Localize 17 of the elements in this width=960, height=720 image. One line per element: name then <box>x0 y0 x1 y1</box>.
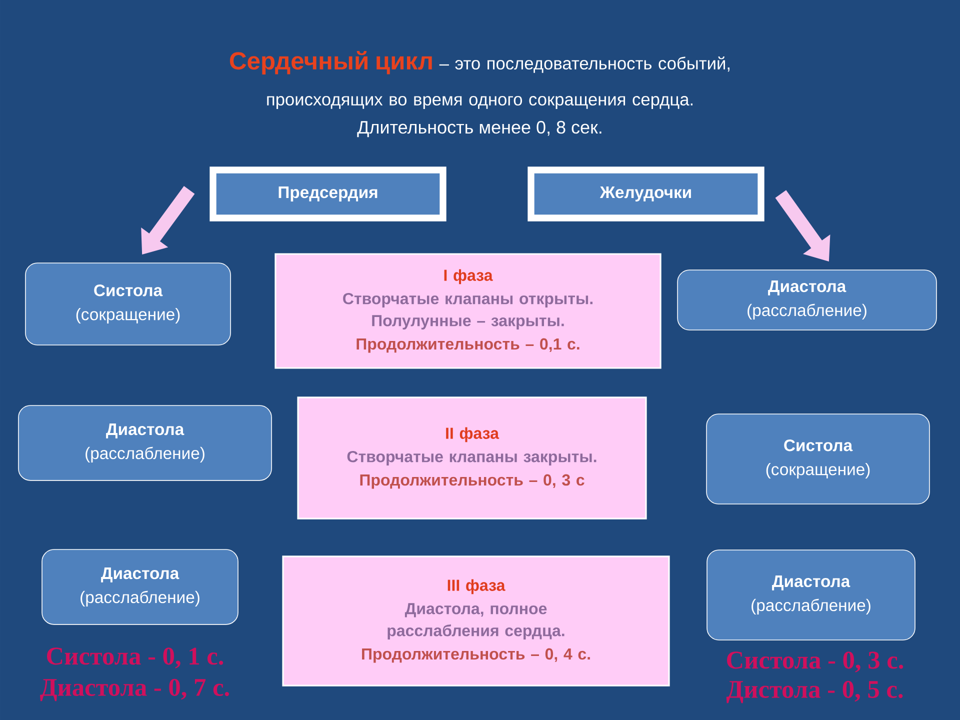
stage-box: Диастола (расслабление) <box>677 270 937 330</box>
stage-box: Диастола (расслабление) <box>706 550 916 640</box>
stage-box: Систола (сокращение) <box>706 414 930 504</box>
title-text: Сердечный цикл – это последовательность событий, происходящих во время одного сокращения сердца. <box>230 51 730 109</box>
header-box: Желудочки <box>528 166 764 222</box>
duration-text: Диастола - 0, 7 с. <box>40 678 230 702</box>
phase-box: I фаза Створчатые клапаны открыты. Полулунные – закрыты. Продолжительность – 0,1 с. <box>274 253 662 369</box>
phase-box: III фаза Диастола, полное расслабления сердца. Продолжительность – 0, 4 с. <box>282 556 670 686</box>
duration-text: Дистола - 0, 5 с. <box>726 680 903 704</box>
stage-box: Систола (сокращение) <box>25 262 231 346</box>
duration-text: Систола - 0, 3 с. <box>727 652 904 672</box>
stage-box: Диастола (расслабление) <box>18 405 272 481</box>
duration-text: Систола - 0, 1 с. <box>47 648 224 668</box>
phase-box: II фаза Створчатые клапаны закрыты. Продолжительность – 0, 3 с <box>297 396 647 520</box>
subtitle-text: Длительность менее 0, 8 сек. <box>357 120 602 138</box>
stage-box: Диастола (расслабление) <box>42 549 238 625</box>
header-box: Предсердия <box>210 166 446 222</box>
